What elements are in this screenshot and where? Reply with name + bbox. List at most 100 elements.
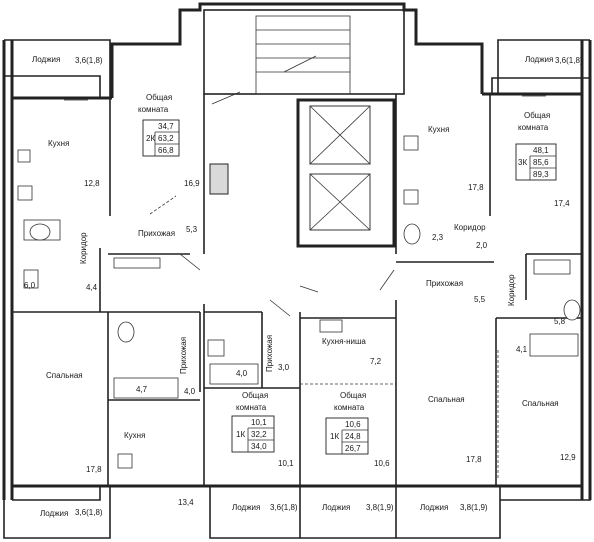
area-label: 5,8 [554,317,566,326]
area-label: 4,1 [516,345,528,354]
sink-icon [319,319,343,333]
sink-icon [17,149,31,163]
living-area: 10,1 [251,418,267,427]
apartment-type: 1К [330,432,339,441]
living-area: 48,1 [533,146,549,155]
summary-box [142,119,180,157]
room-label-common: Общая [524,111,550,120]
summary-box [231,415,275,453]
door-swings [64,91,546,317]
living-area: 10,6 [345,420,361,429]
room-label-loggia: Лоджия [525,55,553,64]
total-area: 63,2 [158,134,174,143]
room-label-corridor: Коридор [79,232,88,264]
total-area: 85,6 [533,158,549,167]
bathtub-icon [209,363,259,385]
room-label-bedroom: Спальная [46,371,83,380]
apartment-type: 3К [518,158,527,167]
area-label: 13,4 [178,498,194,507]
area-label: 17,8 [466,455,482,464]
room-label-common: комната [138,105,169,114]
area-label: 2,0 [476,241,488,250]
summary-box [515,143,557,181]
room-label-bedroom: Спальная [428,395,465,404]
room-label-hall: Прихожая [179,337,188,374]
room-label-loggia: Лоджия [40,509,68,518]
room-label-kitchen: Кухня [124,431,145,440]
washbasin-icon [23,269,39,289]
apartment-summary-1k-left: 1К 10,1 32,2 34,0 [231,415,275,453]
room-label-common: Общая [340,391,366,400]
room-label-corridor: Коридор [454,223,486,232]
area-label: 3,8(1,9) [366,503,394,512]
toilet-icon [403,223,421,245]
area-label: 10,6 [374,459,390,468]
area-label: 4,0 [236,369,248,378]
apartment-type: 2К [146,134,155,143]
full-area: 89,3 [533,170,549,179]
room-label-kitchen-niche: Кухня-ниша [322,337,366,346]
room-label-common: Общая [242,391,268,400]
area-label: 3,6(1,8) [75,56,103,65]
room-label-hall: Прихожая [426,279,463,288]
room-label-corridor: Коридор [507,274,516,306]
area-label: 4,0 [184,387,196,396]
counter-icon [113,257,161,269]
stove-icon [17,185,33,201]
apartment-type: 1К [236,430,245,439]
full-area: 66,8 [158,146,174,155]
room-label-kitchen: Кухня [428,125,449,134]
sink-icon [403,135,419,151]
area-label: 3,6(1,8) [75,508,103,517]
area-label: 3,8(1,9) [460,503,488,512]
area-label: 4,4 [86,283,98,292]
area-label: 5,3 [186,225,198,234]
room-label-hall: Прихожая [265,335,274,372]
area-label: 17,4 [554,199,570,208]
stove-icon [403,189,419,205]
room-label-bedroom: Спальная [522,399,559,408]
room-label-loggia: Лоджия [32,55,60,64]
area-label: 16,9 [184,179,200,188]
room-label-kitchen: Кухня [48,139,69,148]
shaft-hatch [209,163,229,195]
area-label: 6,0 [24,281,36,290]
full-area: 26,7 [345,444,361,453]
area-label: 5,5 [474,295,486,304]
room-label-loggia: Лоджия [322,503,350,512]
toilet-icon [29,223,51,241]
area-label: 7,2 [370,357,382,366]
apartment-summary-1k-right: 1К 10,6 24,8 26,7 [325,417,369,455]
area-label: 12,8 [84,179,100,188]
room-label-common: комната [236,403,267,412]
area-label: 2,3 [432,233,444,242]
area-label: 3,6(1,8) [555,56,583,65]
area-label: 17,8 [86,465,102,474]
apartment-summary-2k: 2К 34,7 63,2 66,8 [142,119,180,157]
total-area: 24,8 [345,432,361,441]
bathtub-icon [113,377,179,399]
room-label-common: Общая [146,93,172,102]
apartment-summary-3k: 3К 48,1 85,6 89,3 [515,143,557,181]
summary-box [325,417,369,455]
stair-lift-core [203,9,405,248]
fixtures [17,135,581,469]
room-label-loggia: Лоджия [232,503,260,512]
living-area: 34,7 [158,122,174,131]
total-area: 32,2 [251,430,267,439]
interior-walls [12,94,582,486]
room-label-common: комната [518,123,549,132]
area-label: 12,9 [560,453,576,462]
area-label: 17,8 [468,183,484,192]
area-label: 10,1 [278,459,294,468]
area-label: 3,0 [278,363,290,372]
room-label-common: комната [334,403,365,412]
full-area: 34,0 [251,442,267,451]
toilet-icon [563,299,581,321]
toilet-icon [117,321,135,343]
area-label: 3,6(1,8) [270,503,298,512]
area-label: 4,7 [136,385,148,394]
room-label-hall: Прихожая [138,229,175,238]
washbasin-icon [207,339,225,357]
